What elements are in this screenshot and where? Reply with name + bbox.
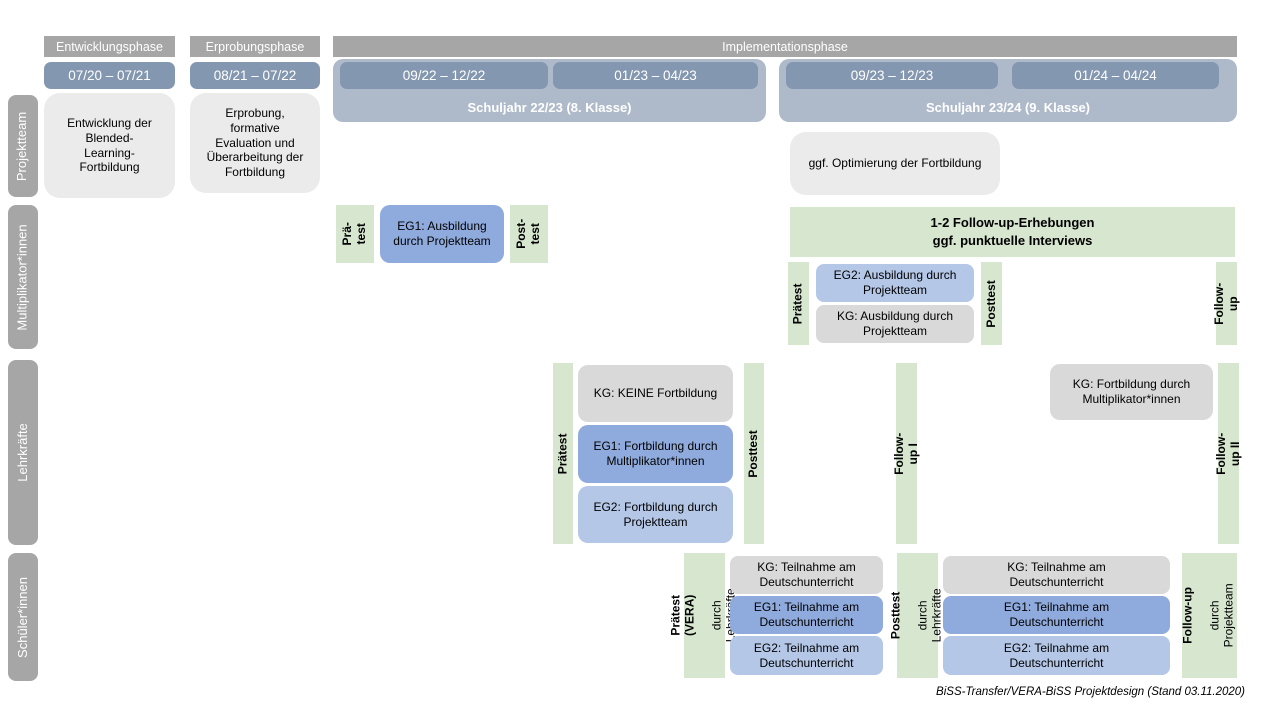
box-eg1-deutschunterricht-1: EG1: Teilnahme am Deutschunterricht: [730, 596, 883, 634]
strip-posttest-multiplikatoren-2: Posttest: [981, 262, 1002, 345]
followup-schueler-title: Follow-up: [1180, 587, 1195, 644]
box-eg1-ausbildung-projektteam: EG1: Ausbildung durch Projektteam: [380, 205, 504, 263]
banner-followup-erhebungen: 1-2 Follow-up-Erhebungen ggf. punktuelle…: [790, 207, 1235, 257]
strip-followup-1-lehrkraefte-text: Follow-up I: [891, 432, 920, 475]
followup-schueler-sub: durch Projektteam: [1208, 583, 1237, 648]
strip-praetest-vera-schueler: Prätest (VERA) durch Lehrkräfte: [669, 553, 738, 678]
posttest-schueler-sub: durch Lehrkräfte: [916, 588, 945, 643]
date-range-0123-0423: 01/23 – 04/23: [553, 62, 758, 89]
box-kg-fortbildung-multiplikatoren: KG: Fortbildung durch Multiplikator*inne…: [1050, 364, 1213, 420]
date-range-0720-0721: 07/20 – 07/21: [44, 62, 175, 89]
date-range-0922-1222: 09/22 – 12/22: [340, 62, 548, 89]
box-kg-deutschunterricht-1: KG: Teilnahme am Deutschunterricht: [730, 556, 883, 594]
row-label-projektteam: Projektteam: [8, 95, 38, 197]
strip-praetest-multiplikatoren-1: Prä- test: [336, 205, 374, 263]
box-kg-ausbildung-projektteam: KG: Ausbildung durch Projektteam: [816, 305, 974, 343]
posttest-schueler-title: Posttest: [888, 591, 903, 640]
strip-praetest-multiplikatoren-2: Prätest: [788, 262, 809, 345]
strip-followup-multiplikatoren-text: Follow-up: [1211, 282, 1240, 325]
box-entwicklung-fortbildung: Entwicklung der Blended-Learning-Fortbil…: [44, 93, 175, 198]
box-eg2-deutschunterricht-1: EG2: Teilnahme am Deutschunterricht: [730, 636, 883, 675]
strip-praetest-multiplikatoren-2-text: Prätest: [790, 283, 805, 324]
box-eg2-fortbildung-projektteam: EG2: Fortbildung durch Projektteam: [578, 486, 733, 543]
phase-erprobung: Erprobungsphase: [190, 36, 320, 57]
date-range-0124-0424: 01/24 – 04/24: [1012, 62, 1219, 89]
row-label-schueler: Schüler*innen: [8, 553, 38, 681]
strip-followup-schueler-text: Follow-up durch Projektteam: [1168, 583, 1251, 647]
row-label-schueler-text: Schüler*innen: [14, 576, 30, 658]
strip-followup-1-lehrkraefte: Follow-up I: [892, 363, 920, 544]
strip-posttest-lehrkraefte-text: Posttest: [746, 429, 761, 478]
praetest-vera-title: Prätest (VERA): [669, 594, 697, 637]
row-label-lehrkraefte-text: Lehrkräfte: [14, 423, 30, 482]
box-eg1-fortbildung-multiplikatoren: EG1: Fortbildung durch Multiplikator*inn…: [578, 425, 733, 483]
footer-caption: BiSS-Transfer/VERA-BiSS Projektdesign (S…: [936, 686, 1245, 698]
date-range-0923-1223: 09/23 – 12/23: [786, 62, 998, 89]
box-kg-deutschunterricht-2: KG: Teilnahme am Deutschunterricht: [943, 556, 1170, 594]
strip-posttest-multiplikatoren-1: Post- test: [510, 205, 548, 263]
row-label-multiplikatoren-text: Multiplikator*innen: [14, 223, 30, 331]
strip-followup-multiplikatoren: Follow-up: [1212, 262, 1240, 345]
row-label-projektteam-text: Projektteam: [14, 111, 30, 181]
strip-posttest-schueler: Posttest durch Lehrkräfte: [889, 553, 944, 678]
date-range-0821-0722: 08/21 – 07/22: [190, 62, 320, 89]
strip-praetest-multiplikatoren-1-text: Prä- test: [340, 222, 368, 246]
strip-followup-2-lehrkraefte-text: Follow-up II: [1213, 432, 1242, 475]
box-eg2-deutschunterricht-2: EG2: Teilnahme am Deutschunterricht: [943, 636, 1170, 675]
phase-entwicklung: Entwicklungsphase: [44, 36, 175, 57]
box-eg2-ausbildung-projektteam: EG2: Ausbildung durch Projektteam: [816, 264, 974, 302]
strip-posttest-multiplikatoren-2-text: Posttest: [983, 279, 998, 328]
box-eg1-deutschunterricht-2: EG1: Teilnahme am Deutschunterricht: [943, 596, 1170, 634]
box-optimierung-fortbildung: ggf. Optimierung der Fortbildung: [790, 132, 1000, 195]
box-kg-keine-fortbildung: KG: KEINE Fortbildung: [578, 365, 733, 422]
strip-praetest-lehrkraefte: Prätest: [553, 363, 573, 544]
phase-implementation: Implementationsphase: [333, 36, 1237, 57]
strip-followup-schueler: Follow-up durch Projektteam: [1181, 553, 1237, 678]
strip-posttest-multiplikatoren-1-text: Post- test: [514, 219, 542, 249]
row-label-lehrkraefte: Lehrkräfte: [8, 360, 38, 545]
strip-praetest-lehrkraefte-text: Prätest: [555, 433, 570, 474]
row-label-multiplikatoren: Multiplikator*innen: [8, 205, 38, 349]
box-erprobung-evaluation: Erprobung, formative Evaluation und Über…: [190, 93, 320, 193]
strip-followup-2-lehrkraefte: Follow-up II: [1214, 363, 1242, 544]
strip-posttest-lehrkraefte: Posttest: [744, 363, 764, 544]
